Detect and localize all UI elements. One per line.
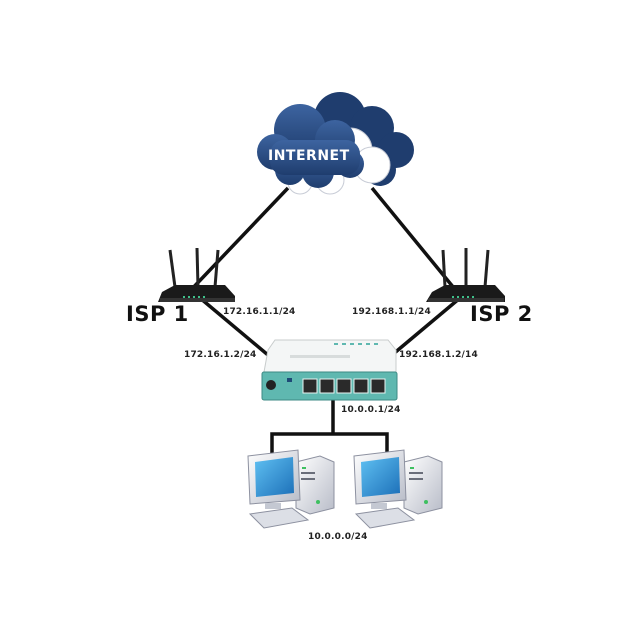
isp1-label: ISP 1 <box>126 302 189 326</box>
router-isp2-interface-ip: 192.168.1.2/14 <box>399 350 478 360</box>
lan-subnet-label: 10.0.0.0/24 <box>308 532 368 542</box>
isp2-router-icon <box>426 248 505 302</box>
router-isp1-interface-ip: 172.16.1.2/24 <box>184 350 257 360</box>
pc-1-icon <box>247 449 335 529</box>
link-internet-isp1 <box>186 186 290 295</box>
link-router-lan <box>270 400 389 456</box>
pc-2-icon <box>353 449 443 529</box>
link-isp1-router <box>198 296 270 357</box>
link-isp2-router <box>390 296 462 357</box>
isp1-router-icon <box>158 247 235 302</box>
internet-label: INTERNET <box>268 148 350 164</box>
router-lan-ip: 10.0.0.1/24 <box>341 405 401 415</box>
main-router-icon <box>261 339 398 401</box>
isp2-wan-ip: 192.168.1.1/24 <box>352 307 431 317</box>
isp2-label: ISP 2 <box>470 302 533 326</box>
isp1-wan-ip: 172.16.1.1/24 <box>223 307 296 317</box>
internet-cloud-icon <box>257 92 414 195</box>
